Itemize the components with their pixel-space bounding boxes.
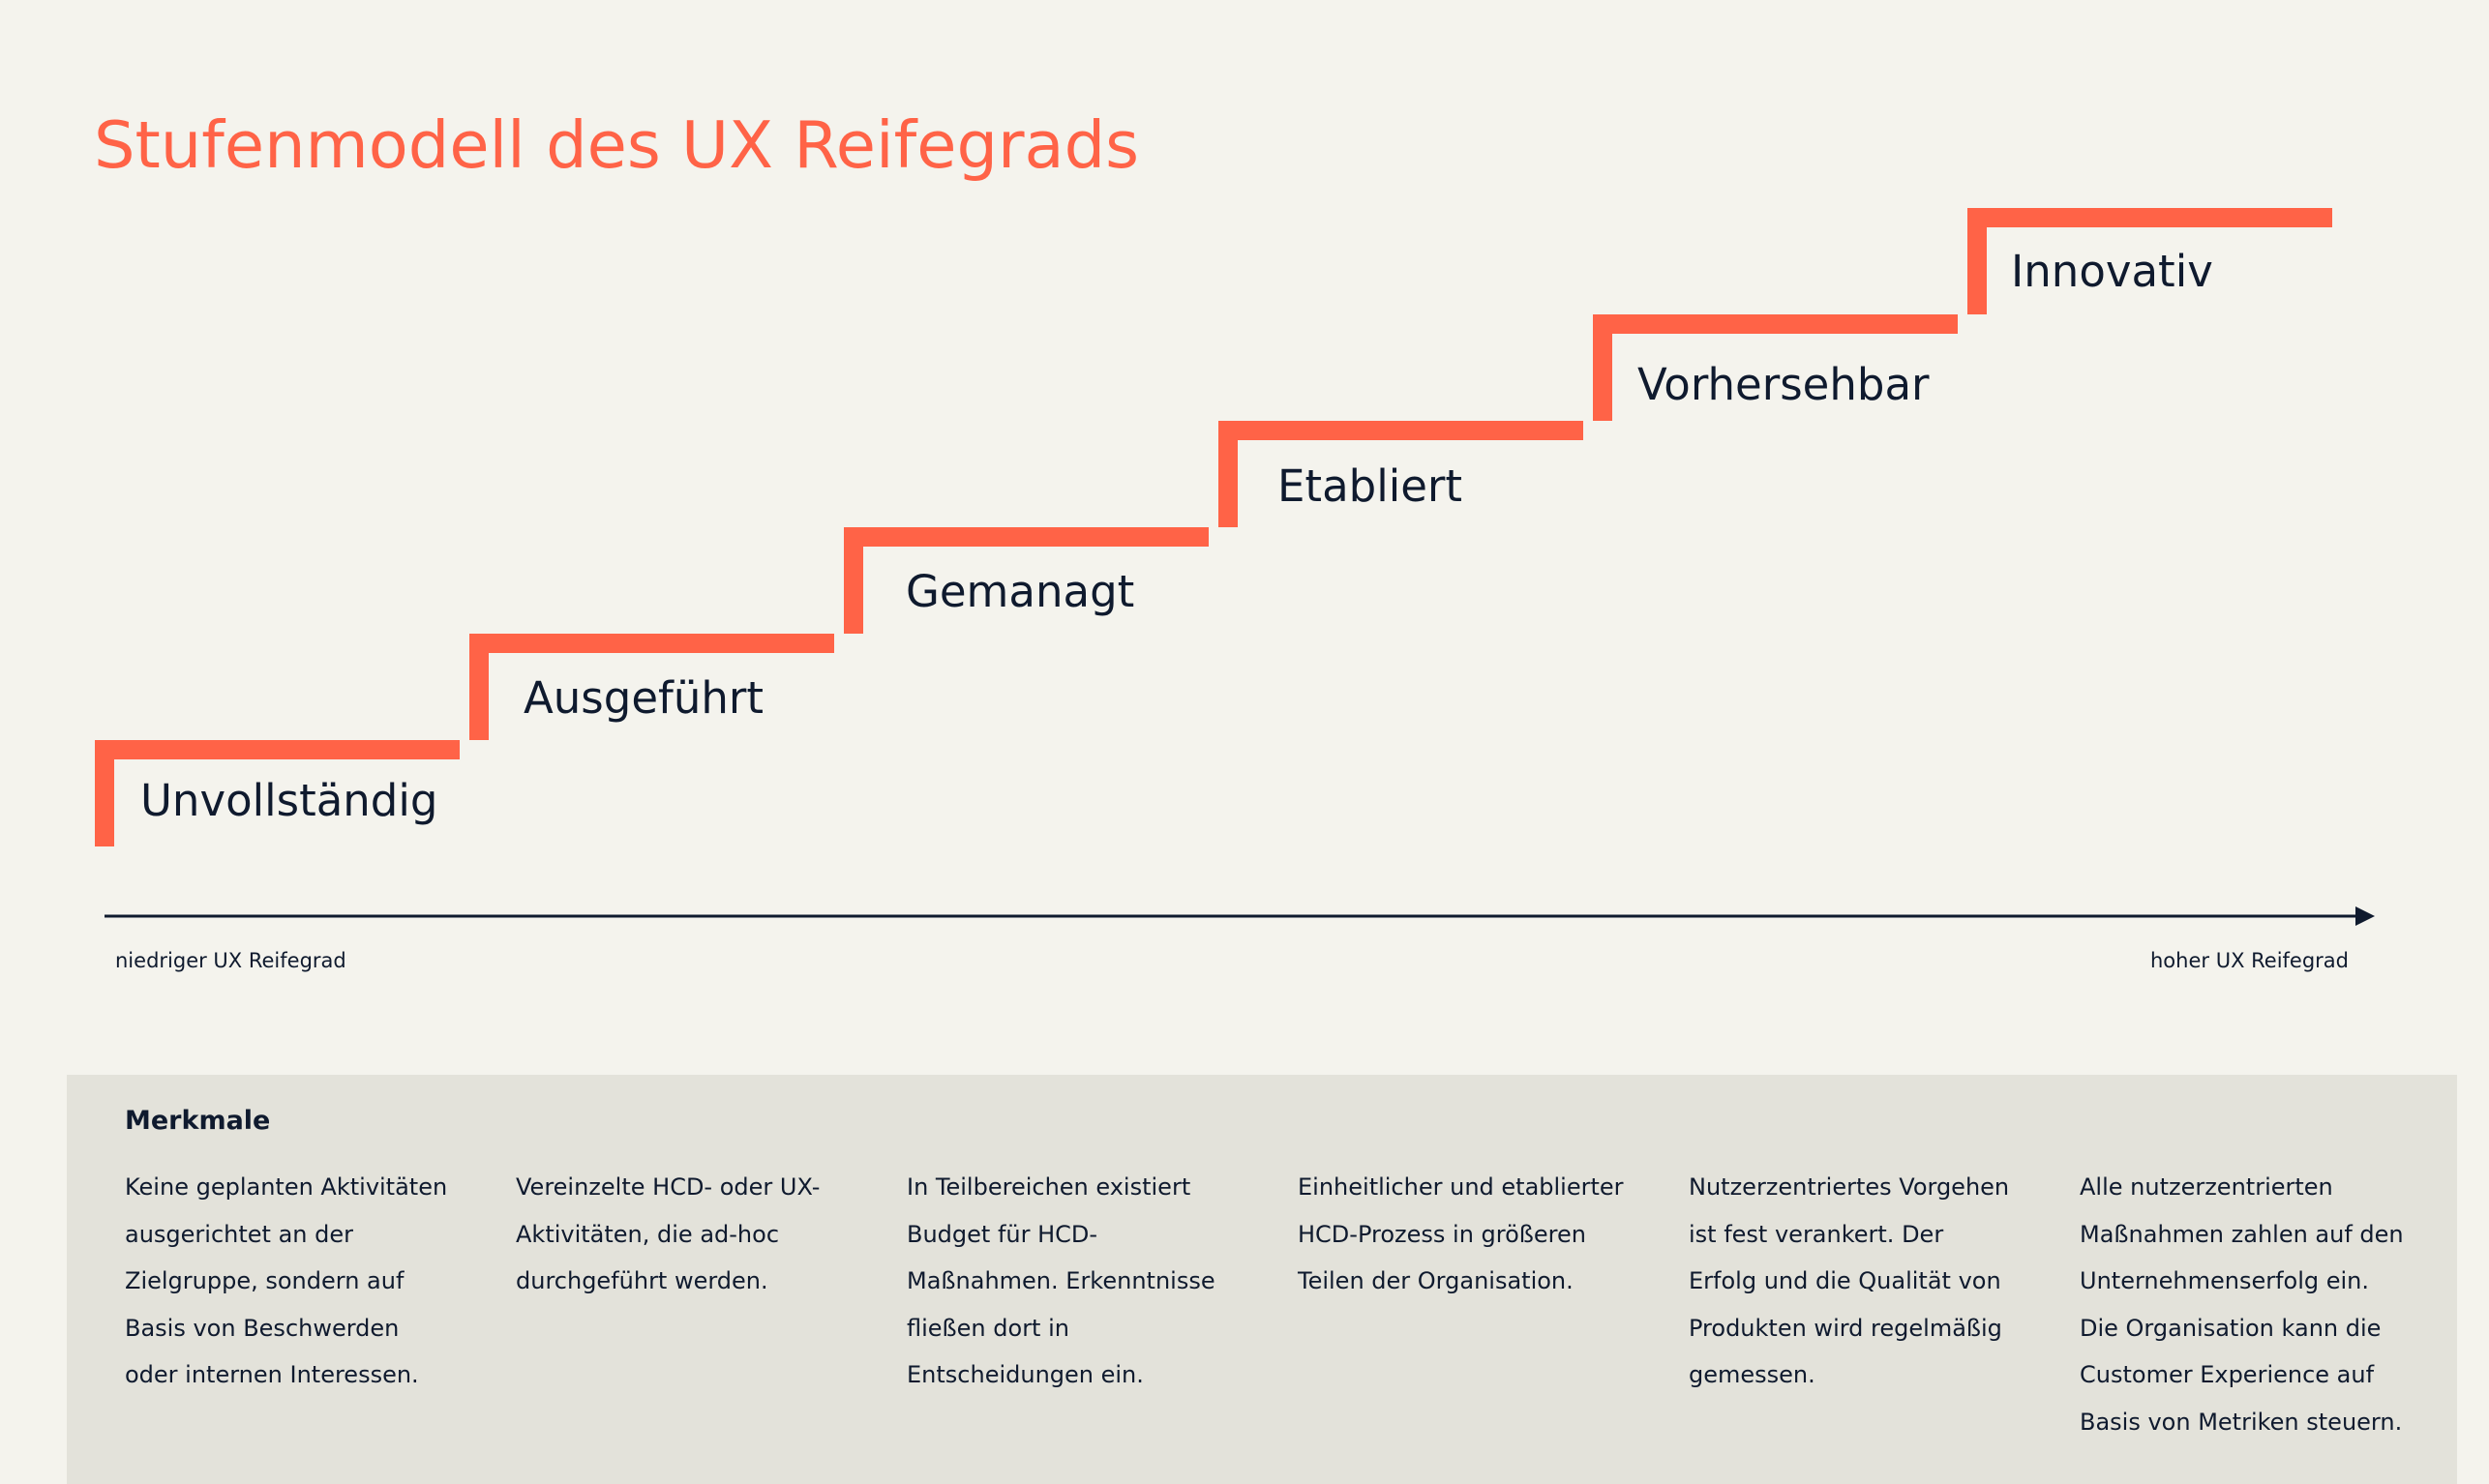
stage-label-unvollstaendig: Unvollständig	[140, 775, 438, 826]
axis-label-high: hoher UX Reifegrad	[2150, 949, 2350, 972]
features-heading: Merkmale	[125, 1106, 271, 1136]
axis-label-low: niedriger UX Reifegrad	[115, 949, 346, 972]
stair-tread	[1967, 208, 2332, 227]
stair-tread	[469, 634, 834, 653]
stair-riser	[1593, 314, 1612, 421]
feature-gemanagt: In Teilbereichen existiert Budget für HC…	[907, 1173, 1215, 1388]
stair-tread	[1593, 314, 1958, 334]
stair-riser	[1967, 208, 1987, 314]
features-panel: Merkmale Keine geplanten Aktivitäten aus…	[67, 1075, 2457, 1484]
stair-riser	[469, 634, 489, 740]
stair-riser	[95, 740, 114, 846]
feature-innovativ: Alle nutzerzentrierten Maßnahmen zahlen …	[2080, 1173, 2404, 1436]
stage-label-etabliert: Etabliert	[1277, 460, 1463, 512]
stair-riser	[844, 527, 863, 634]
feature-ausgefuehrt: Vereinzelte HCD- oder UX-Aktivitäten, di…	[516, 1173, 821, 1294]
stair-tread	[844, 527, 1209, 547]
feature-vorhersehbar: Nutzerzentriertes Vorgehen ist fest vera…	[1689, 1173, 2010, 1388]
stage-label-ausgefuehrt: Ausgeführt	[524, 672, 765, 724]
axis-arrowhead	[2355, 906, 2375, 926]
stage-label-innovativ: Innovativ	[2011, 246, 2213, 297]
stage-label-gemanagt: Gemanagt	[906, 566, 1135, 617]
stair-tread	[95, 740, 460, 759]
stair-tread	[1218, 421, 1583, 440]
page-title: Stufenmodell des UX Reifegrads	[94, 107, 1140, 183]
feature-unvollstaendig: Keine geplanten Aktivitäten ausgerichtet…	[125, 1173, 448, 1388]
stage-label-vorhersehbar: Vorhersehbar	[1637, 359, 1930, 410]
stair-riser	[1218, 421, 1238, 527]
feature-etabliert: Einheitlicher und etablierter HCD-Prozes…	[1298, 1173, 1624, 1294]
